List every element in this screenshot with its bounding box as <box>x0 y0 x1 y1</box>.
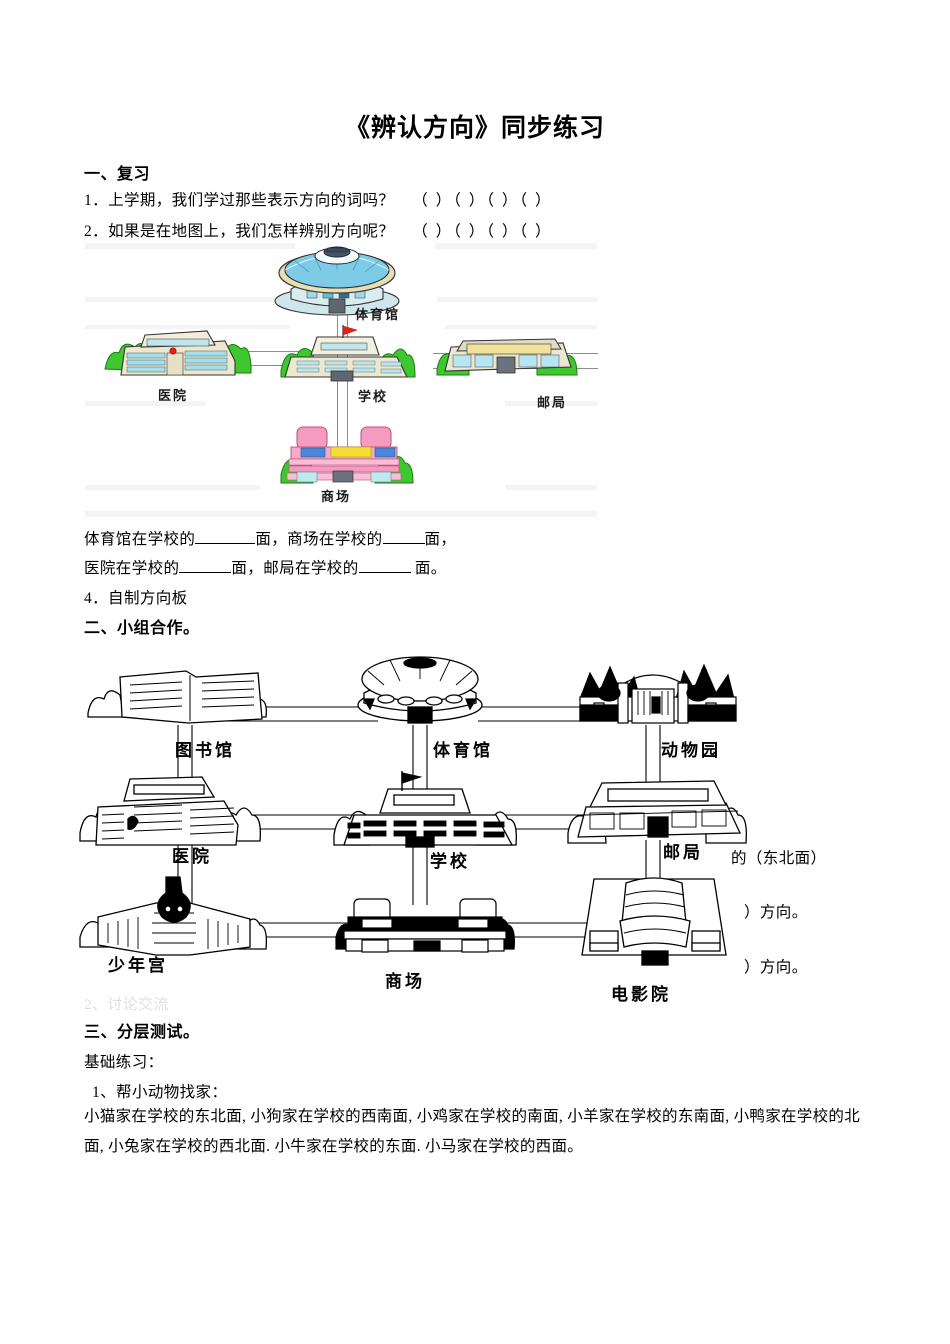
figure2-label-cinema: 电影院 <box>611 985 671 1004</box>
gym-building-icon-2 <box>357 656 483 724</box>
basic-practice-label: 基础练习： <box>84 1054 164 1071</box>
figure1-label-post: 邮局 <box>537 395 568 410</box>
figure2-label-post: 邮局 <box>663 843 703 862</box>
figure2-label-youth: 少年宫 <box>108 956 168 975</box>
section-heading-review: 一、复习 <box>84 166 151 183</box>
figure2-art <box>79 656 747 966</box>
fill-blank-line-1: 体育馆在学校的 面，商场在学校的 面， <box>84 527 456 549</box>
figure1-label-gym: 体育馆 <box>355 307 401 322</box>
figure-color-map-art <box>104 246 578 484</box>
section-heading-layered-test: 三、分层测试。 <box>84 1024 200 1041</box>
mall-building-icon <box>280 426 414 484</box>
school-building-icon-2 <box>333 771 517 848</box>
figure2-label-hospital: 医院 <box>172 847 212 866</box>
blank-field-hospital[interactable] <box>179 572 232 573</box>
zoo-building-icon <box>579 663 737 724</box>
question-2-blanks: （ ）（ ）（ ）（ ） <box>412 223 553 240</box>
obscured-line: 2、讨论交流 <box>84 997 169 1013</box>
side-note-northeast: 的（东北面） <box>731 850 827 867</box>
exercise-item-1: 1、帮小动物找家： <box>92 1084 228 1101</box>
fill-blank-1-prefix: 体育馆在学校的 <box>84 531 196 548</box>
figure2-label-library: 图书馆 <box>175 741 235 760</box>
side-note-direction-1: ）方向。 <box>744 904 808 921</box>
figure2-label-mall: 商场 <box>385 972 425 991</box>
blank-field-post[interactable] <box>358 572 411 573</box>
figure1-label-mall: 商场 <box>321 489 352 504</box>
question-2: 2．如果是在地图上，我们怎样辨别方向呢？ （ ）（ ）（ ）（ ） <box>84 219 553 241</box>
hospital-building-icon <box>104 330 252 376</box>
cinema-building-icon <box>581 877 727 966</box>
exercise-paragraph: 小猫家在学校的东北面, 小狗家在学校的西南面, 小鸡家在学校的南面, 小羊家在学… <box>84 1108 861 1155</box>
school-building-icon <box>280 325 416 382</box>
figure-color-direction-map: 体育馆 医院 学校 邮局 商场 <box>85 243 598 518</box>
question-1-blanks: （ ）（ ）（ ）（ ） <box>412 192 553 209</box>
post-office-building-icon-2 <box>567 780 747 844</box>
question-4: 4．自制方向板 <box>84 590 188 607</box>
section-heading-group-work: 二、小组合作。 <box>84 620 200 637</box>
figure2-label-zoo: 动物园 <box>661 741 721 760</box>
question-1-number: 1． <box>84 192 109 209</box>
blank-field-mall[interactable] <box>382 543 425 544</box>
mall-building-icon-2 <box>335 898 515 953</box>
figure1-label-hospital: 医院 <box>158 388 189 403</box>
question-2-number: 2． <box>84 223 109 240</box>
figure-lineart-direction-map: 图书馆 体育馆 动物园 医院 学校 邮局 少年宫 商场 电影院 <box>78 655 758 1010</box>
question-1-text: 上学期，我们学过那些表示方向的词吗？ <box>108 192 395 209</box>
fill-blank-line-2: 医院在学校的 面，邮局在学校的 面。 <box>84 556 447 578</box>
fill-blank-2-prefix: 医院在学校的 <box>84 560 180 577</box>
figure2-label-school: 学校 <box>430 852 470 871</box>
figure1-label-school: 学校 <box>358 389 389 404</box>
fill-blank-1-suffix: 面， <box>424 531 457 548</box>
youth-palace-building-icon <box>79 876 268 956</box>
gym-building-icon <box>274 246 400 316</box>
hospital-building-icon-2 <box>79 776 261 846</box>
fill-blank-2-mid: 面，邮局在学校的 <box>231 560 359 577</box>
side-note-direction-2: ）方向。 <box>744 959 808 976</box>
figure2-label-gym: 体育馆 <box>433 741 493 760</box>
page-title: 《辨认方向》同步练习 <box>344 115 605 142</box>
library-building-icon <box>87 670 267 724</box>
blank-field-gym[interactable] <box>195 543 256 544</box>
fill-blank-1-mid: 面，商场在学校的 <box>255 531 383 548</box>
question-1: 1．上学期，我们学过那些表示方向的词吗？ （ ）（ ）（ ）（ ） <box>84 188 553 210</box>
fill-blank-2-suffix: 面。 <box>410 560 447 577</box>
question-2-text: 如果是在地图上，我们怎样辨别方向呢？ <box>108 223 395 240</box>
post-office-building-icon <box>436 338 578 376</box>
